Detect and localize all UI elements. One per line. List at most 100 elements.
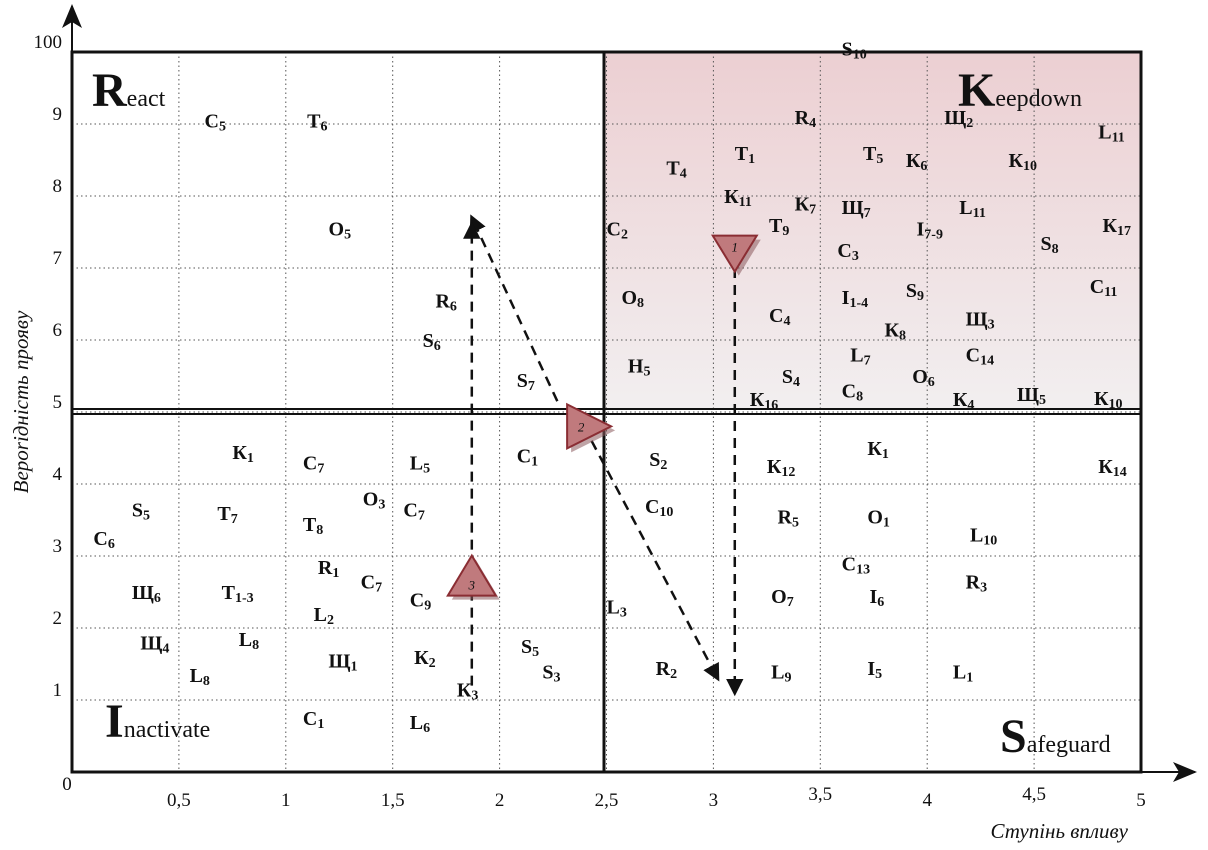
x-tick-label: 1,5: [381, 790, 405, 811]
marker-number: 3: [468, 578, 476, 593]
risk-item-label: L1: [953, 661, 973, 685]
risk-item-label: T7: [217, 503, 237, 527]
risk-item-label: C9: [410, 589, 431, 613]
risk-item-label: T4: [666, 157, 686, 181]
marker-2: 2: [566, 402, 616, 453]
risk-item-label: C1: [517, 445, 538, 469]
risk-item-label: C8: [842, 381, 863, 405]
marker-triangle: [566, 402, 614, 451]
y-tick-label: 8: [53, 176, 63, 197]
marker-number: 1: [732, 240, 739, 255]
risk-item-label: C14: [966, 345, 994, 369]
quadrant-keepdown-label: Keepdown: [958, 64, 1082, 117]
risk-item-label: Щ6: [132, 582, 161, 606]
risk-item-label: R4: [795, 107, 816, 131]
risk-item-label: O7: [771, 586, 794, 610]
risk-item-label: I1-4: [842, 287, 868, 311]
risk-item-label: К17: [1103, 215, 1132, 239]
x-tick-label: 0: [62, 774, 72, 795]
risk-item-label: К14: [1098, 456, 1127, 480]
matrix-frame: [70, 50, 1143, 774]
risk-item-label: T1: [735, 143, 755, 167]
marker-triangle: [710, 234, 759, 274]
x-tick-label: 0,5: [167, 790, 191, 811]
risk-item-label: R6: [435, 291, 456, 315]
risk-item-label: C7: [303, 453, 324, 477]
risk-item-label: Щ1: [329, 651, 358, 675]
x-tick-label: 3,5: [808, 784, 832, 805]
risk-item-label: S2: [649, 449, 667, 473]
risk-item-label: L7: [850, 345, 870, 369]
risk-item-label: O3: [363, 489, 386, 513]
risk-item-label: C6: [93, 528, 114, 552]
y-tick-label: 4: [53, 464, 63, 485]
risk-item-label: К11: [724, 186, 752, 210]
risk-item-label: O1: [867, 507, 890, 531]
risk-item-label: Щ4: [140, 633, 169, 657]
risk-item-label: T6: [307, 111, 327, 135]
risk-item-label: К4: [953, 389, 975, 413]
risk-item-label: L2: [314, 604, 334, 628]
risk-item-label: C7: [403, 499, 424, 523]
dashed-arrow: [469, 214, 559, 402]
risk-item-label: К10: [1008, 150, 1037, 174]
risk-item-label: S5: [521, 636, 539, 660]
risk-item-label: К12: [767, 456, 796, 480]
risk-item-label: I5: [867, 658, 882, 682]
risk-item-label: S7: [517, 370, 535, 394]
risk-item-label: L9: [771, 661, 791, 685]
marker-1: 1: [710, 234, 761, 276]
y-tick-label: 9: [53, 104, 63, 125]
risk-item-label: S8: [1041, 233, 1059, 257]
risk-item-label: К6: [906, 150, 928, 174]
risk-item-label: S3: [542, 661, 560, 685]
risk-item-label: L11: [1098, 121, 1125, 145]
y-tick-label: 1: [53, 680, 63, 701]
risk-item-label: Щ7: [842, 197, 871, 221]
risk-item-label: R3: [966, 571, 987, 595]
quadrant-inactivate-label: Inactivate: [105, 695, 210, 748]
risk-item-label: C7: [361, 571, 382, 595]
x-tick-label: 2,5: [595, 790, 619, 811]
risk-item-label: К7: [795, 193, 817, 217]
y-tick-label: 3: [53, 536, 63, 557]
risk-item-label: R1: [318, 557, 339, 581]
marker-number: 2: [578, 419, 585, 434]
risk-item-label: К2: [414, 647, 436, 671]
risk-item-label: T8: [303, 514, 323, 538]
x-tick-label: 1: [281, 790, 291, 811]
risk-item-label: S4: [782, 366, 800, 390]
risk-item-label: L6: [410, 712, 430, 736]
y-tick-label: 7: [53, 248, 63, 269]
x-tick-label: 4,5: [1022, 784, 1046, 805]
risk-item-label: L5: [410, 453, 430, 477]
risk-item-label: T9: [769, 215, 789, 239]
risk-item-label: К1: [867, 438, 889, 462]
risk-item-label: L8: [190, 665, 210, 689]
risk-item-label: R5: [778, 507, 799, 531]
x-tick-label: 4: [922, 790, 932, 811]
dashed-arrow: [590, 440, 720, 682]
risk-item-label: S6: [423, 330, 441, 354]
transition-arrows: [463, 214, 744, 697]
triangle-markers: 1 2 3: [446, 234, 761, 600]
risk-item-label: O6: [912, 366, 935, 390]
risk-item-label: L3: [607, 597, 627, 621]
risk-item-label: S9: [906, 280, 924, 304]
risk-item-label: Щ2: [944, 107, 973, 131]
risk-item-label: C13: [842, 553, 870, 577]
risk-item-label: T1-3: [222, 582, 254, 606]
risk-item-label: C5: [205, 111, 226, 135]
keepdown-quadrant-fill: [604, 52, 1141, 410]
y-axis-title: Вероrідність прояву: [9, 310, 33, 493]
risk-item-label: I6: [869, 586, 884, 610]
risk-item-label: C4: [769, 305, 790, 329]
risk-item-label: O8: [621, 287, 644, 311]
marker-triangle: [446, 553, 498, 597]
x-tick-label: 3: [709, 790, 719, 811]
risk-item-label: К3: [457, 679, 479, 703]
marker-3: 3: [446, 553, 500, 600]
